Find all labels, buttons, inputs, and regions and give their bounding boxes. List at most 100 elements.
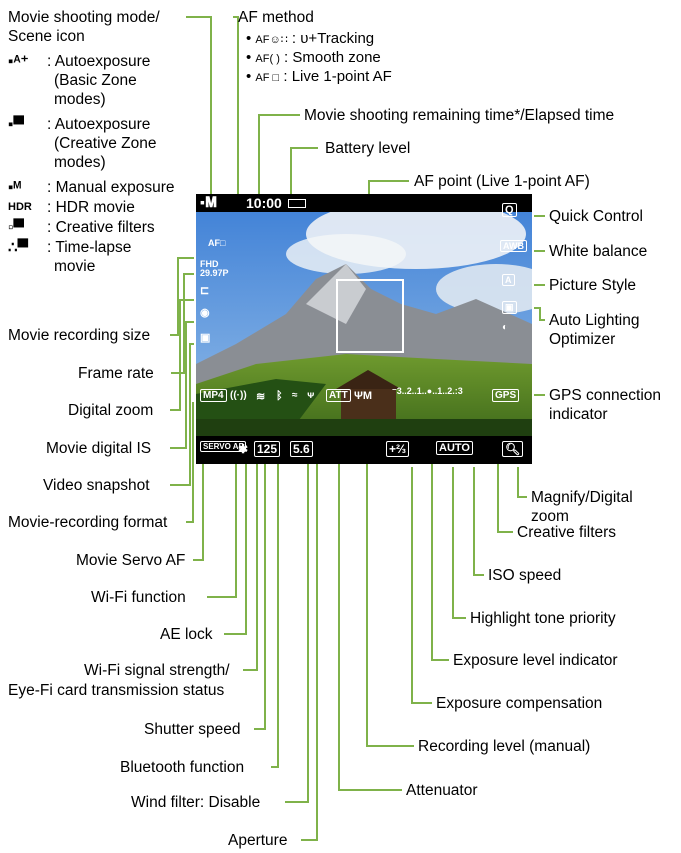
leader-alo bbox=[534, 307, 545, 321]
label-creative-filters: Creative filters bbox=[517, 524, 617, 541]
mode-icon-basic: ▪ᴬ⁺ bbox=[8, 53, 29, 70]
label-frame-rate: Frame rate bbox=[78, 365, 154, 382]
label-gps-1: GPS connection bbox=[549, 387, 662, 404]
af-item-2-desc: : Smooth zone bbox=[284, 49, 381, 66]
label-movie-recording-size: Movie recording size bbox=[8, 327, 151, 344]
label-white-balance: White balance bbox=[549, 243, 648, 260]
label-attenuator: Attenuator bbox=[406, 782, 478, 799]
label-picture-style: Picture Style bbox=[549, 277, 637, 294]
leader-af-method bbox=[233, 16, 239, 235]
digital-is-icon: ◉ bbox=[200, 307, 210, 319]
label-alo-1: Auto Lighting bbox=[549, 312, 640, 329]
label-exposure-level: Exposure level indicator bbox=[453, 652, 618, 669]
exposure-comp-value: +⅔ bbox=[386, 441, 410, 457]
alo-icon: ▣ bbox=[502, 301, 517, 314]
leader-scene-icon bbox=[186, 16, 212, 215]
aperture-value: 5.6 bbox=[290, 441, 313, 457]
mode-desc-basic-1: : Autoexposure bbox=[47, 53, 151, 70]
leader-remaining-time bbox=[258, 114, 300, 210]
mode-icon-creative: ▪▀ bbox=[8, 116, 24, 133]
wifi-icon: ((·)) bbox=[230, 390, 247, 401]
label-shutter-speed: Shutter speed bbox=[144, 721, 241, 738]
movie-size-icon: FHD 29.97P bbox=[200, 260, 229, 278]
fps-label: 29.97P bbox=[200, 268, 229, 278]
leader-bluetooth bbox=[271, 402, 279, 768]
mode-desc-hdr: : HDR movie bbox=[47, 199, 135, 216]
camera-screen: ▪𝐌 10:00 AF□ Q AWB A ▣ ◐ FHD 29.97P ⊏ ◉ … bbox=[196, 194, 532, 464]
mode-desc-time-lapse-2: movie bbox=[54, 258, 96, 275]
af-item-3-desc: : Live 1-point AF bbox=[283, 68, 392, 85]
top-bar bbox=[196, 194, 532, 212]
shutter-speed-value: 125 bbox=[254, 441, 281, 457]
mp4-icon: MP4 bbox=[200, 389, 227, 402]
af-point-box[interactable] bbox=[336, 279, 404, 353]
gps-icon: GPS bbox=[492, 389, 520, 402]
magnify-icon[interactable]: 🔍︎ bbox=[502, 441, 524, 457]
label-ae-lock: AE lock bbox=[160, 626, 213, 643]
label-video-snapshot: Video snapshot bbox=[43, 477, 150, 494]
leader-recording-level bbox=[366, 410, 414, 747]
label-recording-level: Recording level (manual) bbox=[418, 738, 591, 755]
digital-zoom-icon: ⊏ bbox=[200, 285, 210, 297]
af-method-icon: AF□ bbox=[208, 238, 226, 248]
label-movie-recording-format: Movie-recording format bbox=[8, 514, 168, 531]
mode-icon-creative-filters: ▫▀ bbox=[8, 219, 24, 236]
white-balance-icon[interactable]: AWB bbox=[500, 240, 527, 252]
af-item-2-icon: AF( ) bbox=[255, 53, 280, 65]
label-magnify-2: zoom bbox=[531, 508, 569, 525]
recording-level-icon: ΨM bbox=[354, 390, 373, 402]
label-movie-digital-is: Movie digital IS bbox=[46, 440, 152, 457]
battery-icon bbox=[288, 199, 306, 208]
leader-video-snapshot bbox=[170, 343, 194, 486]
leader-wind bbox=[285, 402, 309, 803]
leader-rec-size bbox=[170, 257, 194, 336]
leader-highlight bbox=[452, 467, 466, 619]
leader-magnify bbox=[517, 467, 527, 498]
label-alo-2: Optimizer bbox=[549, 331, 616, 348]
mode-desc-basic-2: (Basic Zone bbox=[54, 72, 137, 89]
af-item-2: • AF( ) : Smooth zone bbox=[246, 49, 381, 66]
quick-control-icon[interactable]: Q bbox=[502, 203, 517, 217]
label-bluetooth-function: Bluetooth function bbox=[120, 759, 245, 776]
picture-style-icon[interactable]: A bbox=[502, 274, 515, 286]
label-digital-zoom: Digital zoom bbox=[68, 402, 154, 419]
leader-exposure-level bbox=[431, 410, 449, 661]
movie-mode-icon: ▪𝐌 bbox=[200, 194, 218, 210]
iso-value: AUTO bbox=[436, 441, 473, 455]
scene-title-1: Movie shooting mode/ bbox=[8, 9, 160, 26]
leader-shutter bbox=[254, 445, 266, 730]
label-movie-servo-af: Movie Servo AF bbox=[76, 552, 186, 569]
label-magnify-1: Magnify/Digital bbox=[531, 489, 633, 506]
label-exposure-comp: Exposure compensation bbox=[436, 695, 603, 712]
leader-digital-is bbox=[170, 321, 194, 449]
af-item-3: • AF □ : Live 1-point AF bbox=[246, 68, 392, 85]
label-highlight-tone: Highlight tone priority bbox=[470, 610, 616, 627]
label-af-point: AF point (Live 1-point AF) bbox=[414, 173, 590, 190]
bottom-bar bbox=[196, 436, 532, 464]
af-item-1: • AF☺∷ : ᴜ+Tracking bbox=[246, 30, 375, 47]
mode-icon-manual: ▪ᴹ bbox=[8, 179, 22, 196]
mode-desc-basic-3: modes) bbox=[54, 91, 106, 108]
leader-recording-format bbox=[186, 402, 194, 523]
fhd-label: FHD bbox=[200, 259, 219, 269]
exposure-scale: ⁻3..2..1..●..1..2.:3 bbox=[392, 386, 463, 396]
label-iso-speed: ISO speed bbox=[488, 567, 562, 584]
time-readout: 10:00 bbox=[246, 195, 282, 211]
creative-filter-icon: ◐ bbox=[502, 322, 509, 333]
label-wifi-signal-2: Eye-Fi card transmission status bbox=[8, 682, 225, 699]
mode-desc-creative-2: (Creative Zone bbox=[54, 135, 157, 152]
af-item-1-desc: : ᴜ+Tracking bbox=[291, 30, 375, 47]
scene-title-2: Scene icon bbox=[8, 28, 85, 45]
leader-attenuator bbox=[338, 410, 402, 791]
mode-desc-creative-1: : Autoexposure bbox=[47, 116, 151, 133]
af-item-1-icon: AF☺∷ bbox=[255, 34, 288, 46]
wind-filter-icon: ≈ bbox=[292, 390, 298, 401]
label-wifi-function: Wi-Fi function bbox=[91, 589, 186, 606]
leader-battery bbox=[290, 147, 318, 210]
label-wind-filter: Wind filter: Disable bbox=[131, 794, 261, 811]
servo-af-icon: SERVO AF bbox=[200, 441, 247, 452]
label-aperture: Aperture bbox=[228, 832, 288, 849]
af-item-3-icon: AF □ bbox=[255, 72, 280, 84]
leader-servo-af bbox=[193, 442, 204, 561]
wifi-signal-icon: ≋ bbox=[256, 391, 266, 403]
